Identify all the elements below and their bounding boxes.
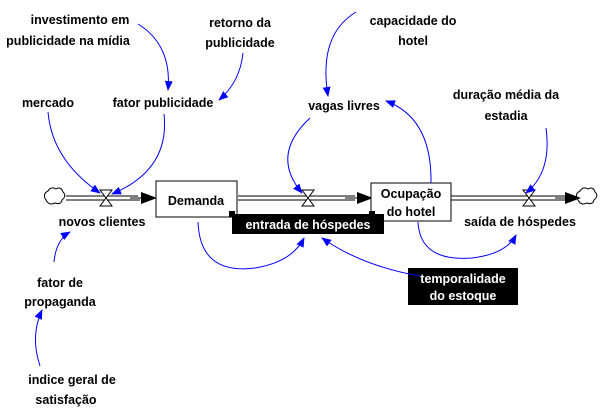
var-fator-propaganda-2: propaganda: [24, 295, 97, 309]
link-retorno-fator: [218, 52, 244, 101]
link-vagas-entrada: [287, 117, 311, 194]
valve-entrada-icon[interactable]: [301, 189, 315, 207]
link-investimento-fator: [137, 23, 173, 91]
link-temporalidade-entrada: [321, 237, 421, 277]
link-ocupacao-vagas: [385, 100, 432, 184]
link-duracao-saida: [525, 127, 548, 194]
var-investimento-1: investimento em: [31, 13, 130, 27]
flow-entrada[interactable]: entrada de hóspedes: [229, 211, 384, 234]
sink-cloud-icon: [575, 187, 598, 205]
link-ocupacao-saida: [417, 221, 517, 259]
link-mercado-novos: [47, 111, 101, 194]
var-indice-2: satisfação: [35, 393, 97, 407]
flow-saida-label: saída de hóspedes: [464, 215, 576, 229]
link-propaganda-novos: [53, 231, 71, 263]
stock-ocupacao-label-1: Ocupação: [381, 187, 442, 201]
var-capacidade-2: hotel: [398, 34, 428, 48]
var-fator-publicidade: fator publicidade: [113, 96, 214, 110]
stock-ocupacao[interactable]: Ocupação do hotel: [370, 182, 452, 222]
var-investimento-2: publicidade na mídia: [6, 34, 131, 48]
source-cloud-icon: [43, 187, 66, 205]
valve-novos-clientes-icon[interactable]: [99, 189, 113, 207]
link-demanda-entrada: [197, 221, 305, 270]
var-fator-propaganda-1: fator de: [37, 276, 83, 290]
var-duracao-1: duração média da: [453, 88, 560, 102]
stock-demanda[interactable]: Demanda: [155, 180, 238, 218]
var-retorno-2: publicidade: [205, 36, 275, 50]
var-temporalidade-2: do estoque: [430, 289, 497, 303]
var-temporalidade-1: temporalidade: [420, 272, 505, 286]
var-indice-1: indice geral de: [28, 373, 116, 387]
flow-pipe-entrada: [238, 192, 373, 204]
flow-entrada-label: entrada de hóspedes: [245, 218, 370, 232]
stock-demanda-label: Demanda: [168, 194, 225, 208]
var-capacidade-1: capacidade do: [370, 14, 457, 28]
var-mercado: mercado: [22, 96, 74, 110]
var-retorno-1: retorno da: [209, 16, 272, 30]
var-vagas-livres: vagas livres: [308, 99, 380, 113]
link-indice-propaganda: [34, 309, 43, 367]
var-temporalidade[interactable]: temporalidade do estoque: [408, 268, 518, 305]
valve-saida-icon[interactable]: [522, 189, 536, 207]
stock-ocupacao-label-2: do hotel: [387, 205, 436, 219]
link-fatorpub-novos: [111, 113, 166, 195]
flow-pipe-novos-clientes: [66, 192, 157, 204]
var-duracao-2: estadia: [484, 109, 528, 123]
flow-pipe-saida: [451, 192, 581, 204]
flow-novos-clientes-label: novos clientes: [59, 215, 146, 229]
link-capacidade-vagas: [322, 11, 357, 97]
